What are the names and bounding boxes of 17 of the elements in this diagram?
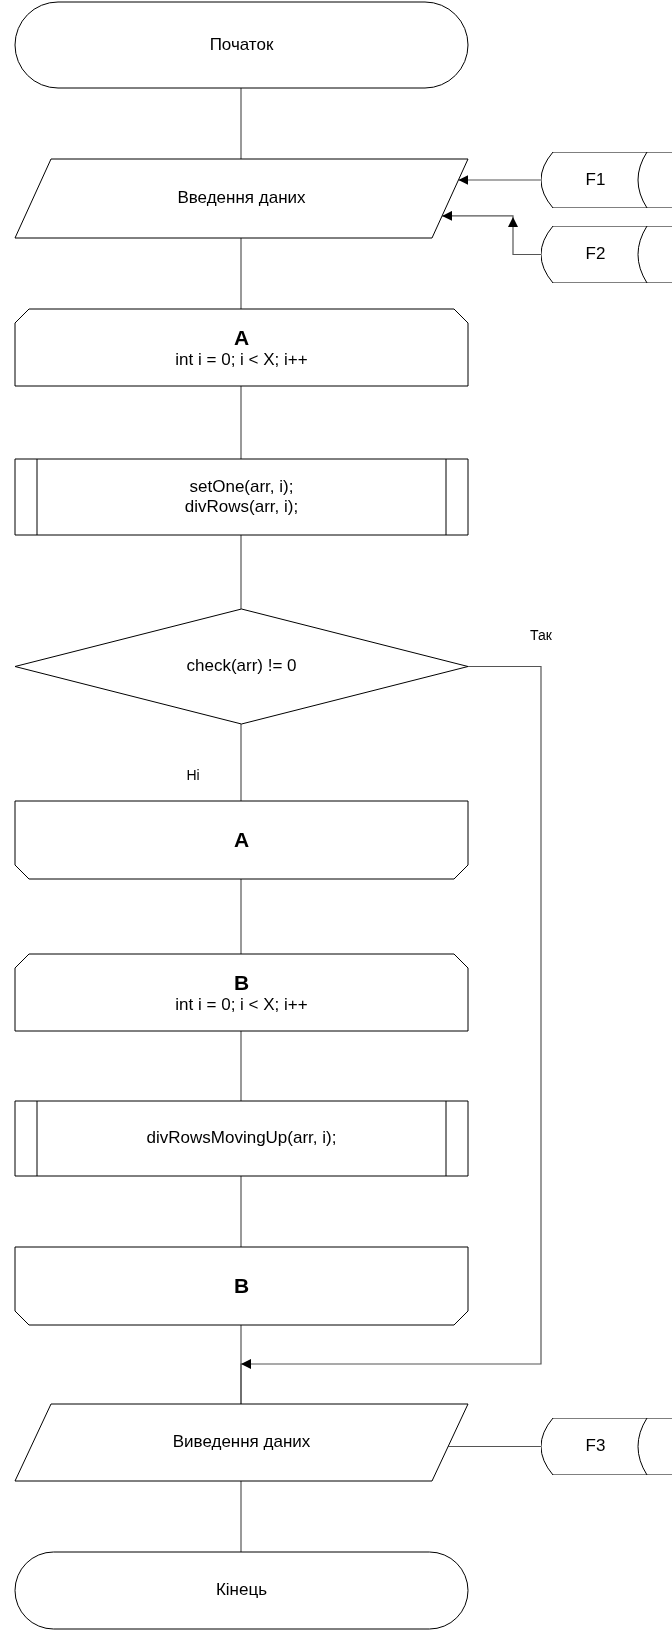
node-label: F2 xyxy=(585,244,606,265)
node-label: Виведення даних xyxy=(172,1432,311,1453)
loop-name: A xyxy=(233,827,250,853)
code-text: int i = 0; i < X; i++ xyxy=(175,994,308,1016)
code-text: check(arr) != 0 xyxy=(186,656,297,677)
node-label: Початок xyxy=(209,34,274,56)
node-label: Кінець xyxy=(215,1580,268,1601)
loop-name: B xyxy=(233,969,250,995)
node-label: Введення даних xyxy=(177,188,306,209)
code-text: divRowsMovingUp(arr, i); xyxy=(146,1128,337,1149)
edge-label: Ні xyxy=(184,767,202,783)
loop-name: B xyxy=(233,1273,250,1299)
code-text: int i = 0; i < X; i++ xyxy=(175,349,308,371)
node-label: F3 xyxy=(585,1436,606,1457)
code-text: setOne(arr, i); divRows(arr, i); xyxy=(183,476,300,518)
node-label: F1 xyxy=(585,169,606,191)
loop-name: A xyxy=(233,324,250,350)
